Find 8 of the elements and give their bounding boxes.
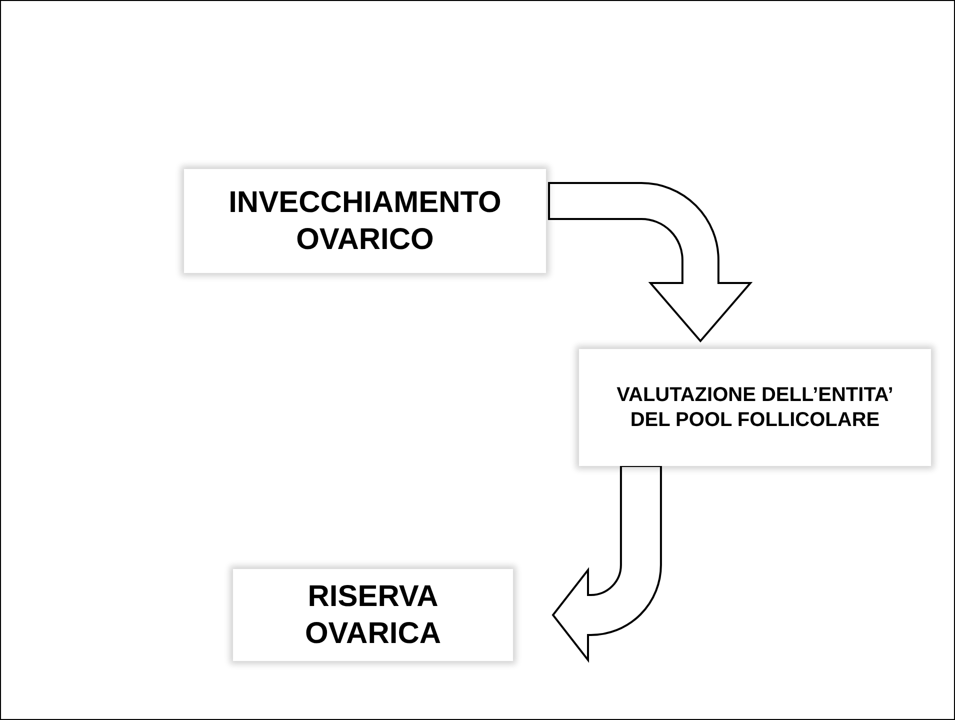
text-box [184,169,546,273]
curved-block-arrow [552,465,662,661]
box-label: INVECCHIAMENTO OVARICO [228,184,502,258]
box-label: VALUTAZIONE DELL’ENTITA’ DEL POOL FOLLICOLARE [616,382,894,432]
text-box [233,569,513,661]
curved-block-arrow [548,182,752,342]
text-box [579,349,931,466]
box-label: RISERVA OVARICA [304,578,442,652]
